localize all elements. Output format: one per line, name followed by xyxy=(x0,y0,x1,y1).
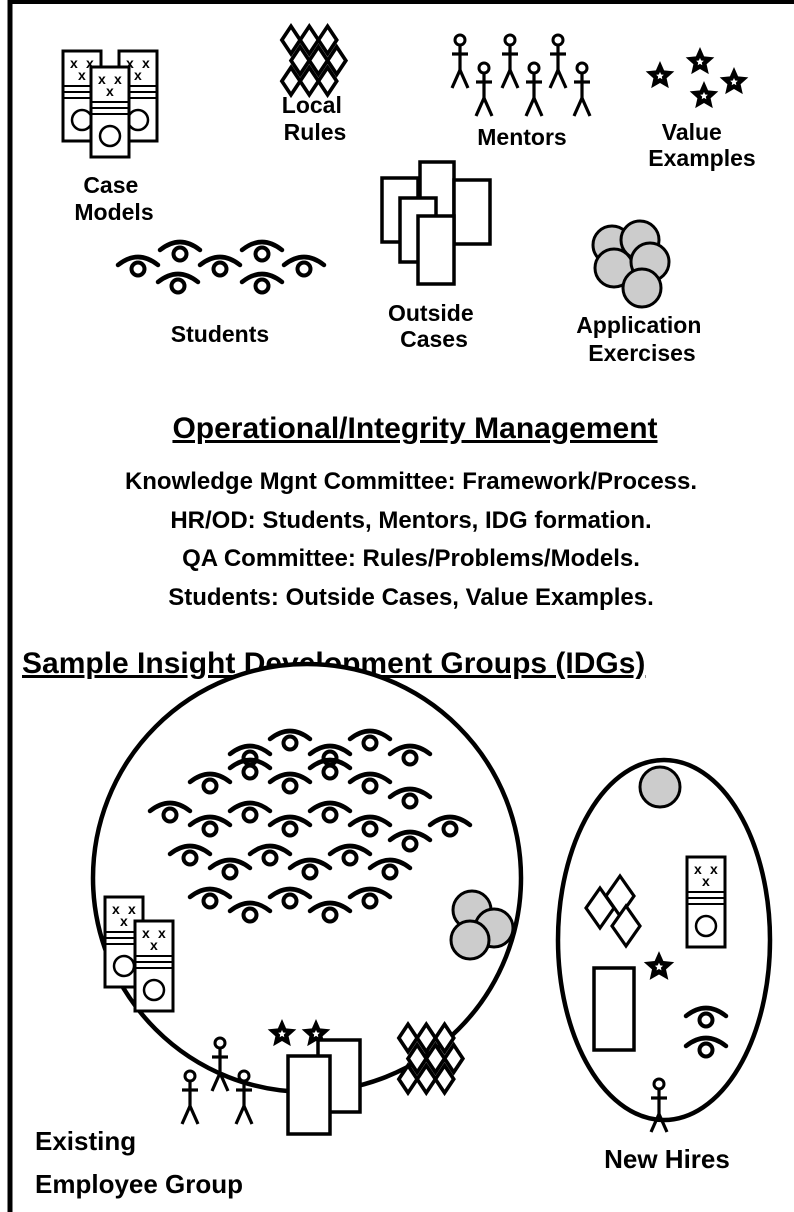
students-label: Students xyxy=(171,321,269,347)
existing-group-exercises-icon xyxy=(449,889,515,961)
existing-group-label: Existing Employee Group xyxy=(35,1126,243,1199)
management-line-1: Knowledge Mgnt Committee: Framework/Proc… xyxy=(125,468,697,495)
existing-group-rules-icon xyxy=(397,1022,465,1095)
students-icon xyxy=(118,242,324,293)
local-rules-icon xyxy=(280,24,348,97)
management-heading: Operational/Integrity Management xyxy=(172,412,657,445)
mentors-label: Mentors xyxy=(477,124,566,150)
new-hires-case-model-icon xyxy=(685,855,727,949)
case-models-icon xyxy=(61,49,159,159)
local-rules-label: Local Rules xyxy=(282,92,348,145)
new-hires-rules-icon xyxy=(584,873,642,949)
outside-cases-icon xyxy=(380,160,492,286)
application-exercises-icon xyxy=(591,219,671,309)
application-exercises-label: Application Exercises xyxy=(576,312,708,366)
case-models-label: Case Models xyxy=(74,172,153,225)
management-line-3: QA Committee: Rules/Problems/Models. xyxy=(182,545,640,572)
new-hires-label: New Hires xyxy=(604,1144,730,1174)
value-examples-icon xyxy=(645,47,749,109)
value-examples-label: Value Examples xyxy=(648,119,755,171)
management-line-2: HR/OD: Students, Mentors, IDG formation. xyxy=(170,507,651,534)
new-hires-exercise-icon xyxy=(638,765,682,809)
mentors-icon xyxy=(450,33,592,118)
existing-group-outside-cases-icon xyxy=(286,1038,362,1136)
new-hires-outside-case-icon xyxy=(592,966,636,1052)
outside-cases-label: Outside Cases xyxy=(388,300,480,352)
new-hires-ellipse xyxy=(555,757,773,1123)
management-line-4: Students: Outside Cases, Value Examples. xyxy=(168,584,654,611)
